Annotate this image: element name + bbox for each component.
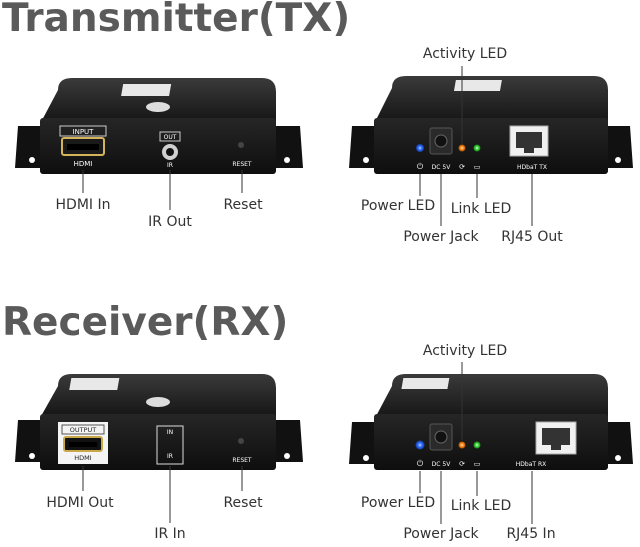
tx-rj45-label: HDbaT TX <box>517 164 547 171</box>
rx-hdmi-port-inner <box>69 442 97 447</box>
rx-callout-power-jack: Power Jack <box>403 526 479 542</box>
rx-activity-led <box>458 441 466 449</box>
tx-callout-activity-led: Activity LED <box>422 46 508 62</box>
tx-callout-reset: Reset <box>223 197 263 213</box>
rx-front-logo <box>146 397 170 407</box>
rx-back-label-strip <box>401 378 450 389</box>
rx-dc-label: DC 5V <box>432 461 452 468</box>
tx-activity-symbol: ⟳ <box>459 163 465 171</box>
rx-rj45-port-inner <box>542 428 570 445</box>
tx-front-panel <box>40 118 276 174</box>
rx-back-screw-hole-left <box>363 455 369 461</box>
rx-link-led <box>473 441 481 449</box>
rx-hdmi-box-label: OUTPUT <box>70 426 97 434</box>
rx-back-leaders <box>419 362 533 524</box>
rx-ir-box-label: IN <box>167 429 173 436</box>
tx-callout-rj45: RJ45 Out <box>501 229 563 245</box>
tx-callout-link-led: Link LED <box>450 201 512 217</box>
tx-back-screw-hole-right <box>615 157 621 163</box>
tx-hdmi-port-inner <box>67 144 99 150</box>
tx-back-top-cover <box>374 76 608 124</box>
tx-link-led <box>473 144 481 152</box>
tx-dc-label: DC 5V <box>432 164 452 171</box>
rx-callout-reset: Reset <box>223 495 263 511</box>
tx-front-label-strip <box>121 84 172 96</box>
tx-link-symbol: ▭ <box>474 163 481 171</box>
rx-ir-outline <box>156 425 184 465</box>
tx-callout-hdmi: HDMI In <box>55 197 111 213</box>
rx-callout-activity-led: Activity LED <box>422 343 508 359</box>
tx-activity-led <box>458 144 466 152</box>
tx-dc-jack-hole <box>434 134 448 148</box>
rx-back-unit: ⏻ DC 5V ⟳ ▭ HDbaT RX <box>349 374 633 470</box>
rx-callout-hdmi: HDMI Out <box>46 495 114 511</box>
rx-front-unit: OUTPUT HDMI IN IR RESET <box>15 374 303 470</box>
rx-hdmi-port-label: HDMI <box>74 454 92 462</box>
rx-reset-label: RESET <box>232 457 252 464</box>
rx-callout-power-led: Power LED <box>360 495 436 511</box>
rx-back-screw-hole-right <box>615 455 621 461</box>
tx-ir-box-label: OUT <box>164 134 177 141</box>
rx-callout-link-led: Link LED <box>450 498 512 514</box>
rx-callout-rj45: RJ45 In <box>506 526 556 542</box>
tx-front-logo <box>146 102 170 112</box>
tx-power-symbol: ⏻ <box>417 162 424 171</box>
tx-front-unit: INPUT HDMI OUT IR RESET <box>15 78 303 174</box>
rx-front-leaders <box>82 466 243 523</box>
tx-back-screw-hole-left <box>363 157 369 163</box>
rx-front-screw-hole-right <box>284 453 290 459</box>
rx-dc-jack-hole <box>434 430 448 444</box>
tx-reset-button <box>238 142 244 148</box>
tx-power-led <box>416 144 424 152</box>
tx-hdmi-port-label: HDMI <box>74 160 93 168</box>
tx-front-top-cover <box>40 78 276 124</box>
tx-hdmi-label-box <box>59 125 107 137</box>
rx-power-symbol: ⏻ <box>417 459 424 468</box>
tx-front-screw-hole-left <box>29 157 35 163</box>
tx-ir-jack-label: IR <box>167 162 173 169</box>
rx-rj45-port-latch <box>551 445 561 450</box>
rx-callout-ir: IR In <box>154 526 186 542</box>
tx-rj45-port-latch <box>524 148 534 153</box>
rx-ir-label: IR <box>167 453 173 460</box>
tx-back-label-strip <box>453 80 502 91</box>
tx-back-panel <box>374 118 608 174</box>
rx-rj45-label: HDbaT RX <box>516 461 546 468</box>
tx-front-leaders <box>82 170 243 210</box>
tx-front-screw-hole-right <box>284 157 290 163</box>
tx-back-leaders <box>419 66 533 226</box>
rx-hdmi-label-box <box>61 424 105 435</box>
rx-link-symbol: ▭ <box>474 460 481 468</box>
tx-reset-label: RESET <box>232 161 252 168</box>
tx-ir-label-box <box>159 131 181 142</box>
receiver-title: Receiver(RX) <box>2 300 289 345</box>
transmitter-title: Transmitter(TX) <box>2 0 351 41</box>
tx-hdmi-box-label: INPUT <box>73 128 95 136</box>
rx-reset-button <box>238 438 244 444</box>
tx-callout-ir: IR Out <box>148 214 192 230</box>
rx-power-led <box>415 440 425 450</box>
tx-callout-power-jack: Power Jack <box>403 229 479 245</box>
rx-activity-symbol: ⟳ <box>459 460 465 468</box>
tx-back-unit: ⏻ DC 5V ⟳ ▭ HDbaT TX <box>349 76 633 174</box>
rx-front-label-strip <box>69 378 120 390</box>
rx-front-screw-hole-left <box>29 453 35 459</box>
tx-ir-jack-hole <box>166 148 174 156</box>
tx-rj45-port-inner <box>516 132 542 148</box>
tx-callout-power-led: Power LED <box>360 198 436 214</box>
